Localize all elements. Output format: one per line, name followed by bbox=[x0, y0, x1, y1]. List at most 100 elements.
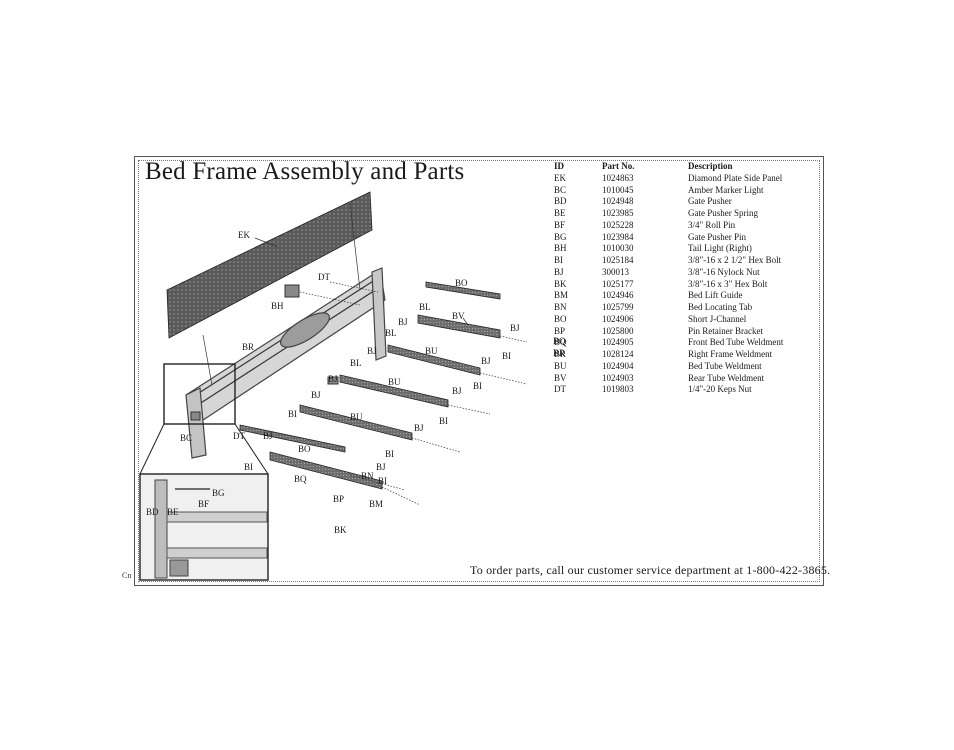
explosion-lines bbox=[299, 281, 528, 506]
cell-id: DT bbox=[554, 384, 566, 395]
cell-part-no: 1024948 bbox=[602, 196, 634, 207]
callout-bu-2: BU bbox=[388, 377, 401, 387]
inset-callout-bd: BD bbox=[146, 507, 159, 517]
callout-bj-2: BJ bbox=[510, 323, 520, 333]
table-row: BN 1025799 Bed Locating Tab bbox=[548, 302, 818, 314]
cell-description: 3/8"-16 Nylock Nut bbox=[688, 266, 760, 277]
callout-bi-6: BI bbox=[244, 462, 253, 472]
cell-part-no: 1024946 bbox=[602, 290, 634, 301]
tail-light bbox=[284, 284, 300, 298]
cell-id: BI bbox=[554, 255, 563, 265]
cell-description: Bed Tube Weldment bbox=[688, 360, 762, 371]
cell-id: BR bbox=[554, 349, 567, 359]
callout-bl-2: BL bbox=[385, 328, 397, 338]
cell-id: BP bbox=[554, 325, 566, 336]
leader-lines bbox=[202, 202, 469, 386]
callout-bi-4: BI bbox=[288, 409, 297, 419]
cell-id: BU bbox=[554, 360, 567, 371]
cell-description: 3/4" Roll Pin bbox=[688, 219, 736, 230]
callout-bj-4: BJ bbox=[481, 356, 491, 366]
table-row: BR 1028124 Right Frame Weldment bbox=[548, 349, 818, 361]
cell-description: 3/8"-16 x 2 1/2" Hex Bolt bbox=[688, 255, 782, 265]
cell-description: Bed Lift Guide bbox=[688, 290, 743, 301]
cell-part-no: 300013 bbox=[602, 266, 629, 277]
cell-part-no: 1023985 bbox=[602, 208, 634, 218]
keps-nut bbox=[327, 376, 339, 385]
callout-br: BR bbox=[242, 342, 254, 352]
callout-bu-1: BU bbox=[425, 346, 438, 356]
cell-id: BF bbox=[554, 219, 566, 230]
cell-id: BQ bbox=[554, 337, 567, 348]
callout-bj-3: BJ bbox=[367, 346, 377, 356]
callout-bq: BQ bbox=[294, 474, 307, 484]
cell-part-no: 1025177 bbox=[602, 278, 634, 289]
cell-part-no: 1025184 bbox=[602, 255, 634, 265]
cell-id: EK bbox=[554, 172, 566, 183]
callout-bl-1: BL bbox=[419, 302, 431, 312]
bed-tubes bbox=[239, 281, 501, 490]
margin-mark: Cn bbox=[122, 571, 132, 580]
callout-br-right: BR bbox=[553, 348, 565, 358]
cell-part-no: 1019803 bbox=[602, 384, 634, 395]
header-part-no: Part No. bbox=[602, 161, 635, 171]
callout-bc: BC bbox=[180, 433, 192, 443]
cell-part-no: 1010045 bbox=[602, 184, 634, 195]
cell-description: 1/4"-20 Keps Nut bbox=[688, 384, 752, 395]
callout-bi-3: BI bbox=[439, 416, 448, 426]
cell-part-no: 1025228 bbox=[602, 219, 634, 230]
cell-description: Bed Locating Tab bbox=[688, 302, 753, 312]
cell-id: BN bbox=[554, 302, 567, 312]
cell-description: Tail Light (Right) bbox=[688, 243, 752, 254]
callout-bj-10: BJ bbox=[376, 462, 386, 472]
cell-part-no: 1025800 bbox=[602, 325, 634, 336]
table-row: BI 1025184 3/8"-16 x 2 1/2" Hex Bolt bbox=[548, 255, 818, 267]
callout-bk: BK bbox=[334, 525, 347, 535]
table-row: BK 1025177 3/8"-16 x 3" Hex Bolt bbox=[548, 279, 818, 291]
diamond-plate-panel bbox=[166, 191, 373, 339]
callout-bj-1: BJ bbox=[398, 317, 408, 327]
callout-bm: BM bbox=[369, 499, 383, 509]
callout-bn: BN bbox=[361, 471, 374, 481]
cell-part-no: 1025799 bbox=[602, 302, 634, 312]
callout-bv: BV bbox=[452, 311, 465, 321]
cell-id: BK bbox=[554, 278, 567, 289]
right-frame-weldment bbox=[185, 267, 387, 459]
order-info-text: To order parts, call our customer servic… bbox=[470, 563, 831, 577]
callout-bj-6: BJ bbox=[452, 386, 462, 396]
zoom-inset bbox=[139, 363, 269, 581]
cell-description: Right Frame Weldment bbox=[688, 349, 773, 359]
cell-id: BO bbox=[554, 313, 567, 324]
callout-bu-3: BU bbox=[350, 412, 363, 422]
callout-dt: DT bbox=[318, 272, 330, 282]
callout-bq-right: BQ bbox=[553, 336, 566, 346]
cell-id: BC bbox=[554, 184, 567, 195]
cell-part-no: 1028124 bbox=[602, 349, 634, 359]
header-id: ID bbox=[554, 161, 565, 171]
cell-description: Gate Pusher Pin bbox=[688, 231, 746, 242]
cell-part-no: 1024905 bbox=[602, 337, 634, 348]
inset-callout-be: BE bbox=[167, 507, 179, 517]
callout-ek: EK bbox=[238, 230, 250, 240]
cell-id: BJ bbox=[554, 266, 564, 277]
cell-id: BV bbox=[554, 372, 567, 383]
callout-bi-7: BI bbox=[378, 476, 387, 486]
callout-bo-2: BO bbox=[298, 444, 311, 454]
parts-table-header: ID Part No. Description bbox=[548, 161, 818, 173]
callout-bl-3: BL bbox=[350, 358, 362, 368]
cell-description: Diamond Plate Side Panel bbox=[688, 172, 783, 183]
cell-part-no: 1024903 bbox=[602, 372, 634, 383]
cell-description: Short J-Channel bbox=[688, 313, 747, 324]
cell-description: 3/8"-16 x 3" Hex Bolt bbox=[688, 278, 768, 289]
callout-bj-7: BJ bbox=[311, 390, 321, 400]
table-row: BJ 300013 3/8"-16 Nylock Nut bbox=[548, 267, 818, 279]
